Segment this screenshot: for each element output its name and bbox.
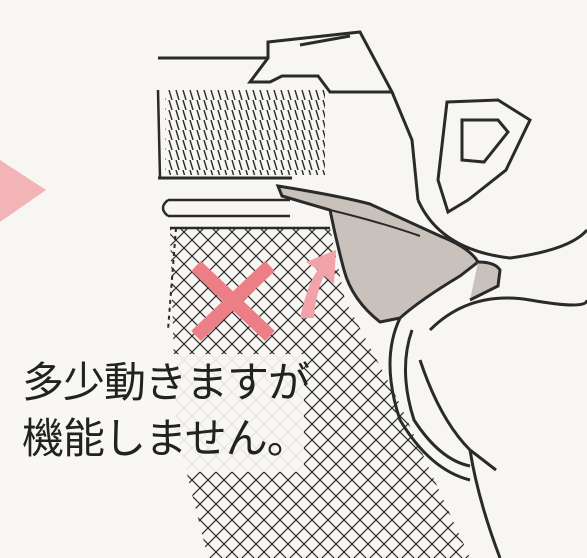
thumb-safety-lever xyxy=(275,184,502,324)
hammer xyxy=(436,98,532,215)
curved-arrow-up-icon xyxy=(300,250,336,318)
backstrap-outline xyxy=(416,199,587,558)
slide-stop-pin xyxy=(161,198,290,218)
cross-mark-icon xyxy=(191,260,275,342)
triangle-pointer-icon xyxy=(0,160,46,222)
slide-serrations xyxy=(165,90,325,175)
caption-line-1: 多少動きますが xyxy=(22,358,310,407)
trigger-guard xyxy=(388,317,471,482)
caption-line-2: 機能しません。 xyxy=(22,414,309,463)
caption-backdrop xyxy=(14,354,304,472)
slide-outline xyxy=(158,30,420,201)
